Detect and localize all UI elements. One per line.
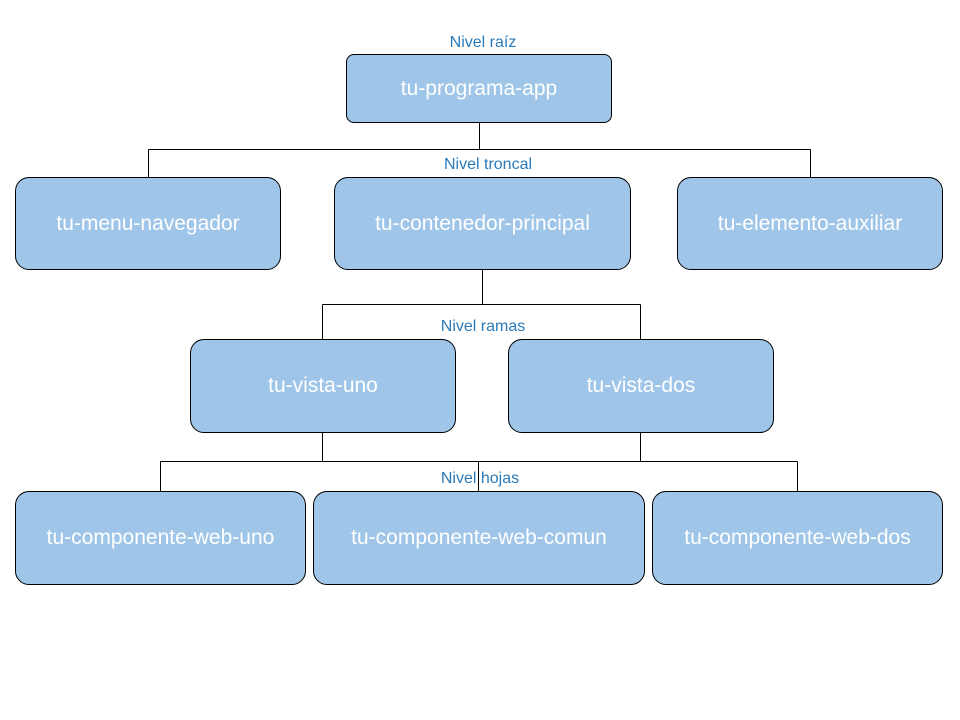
- node-aux: tu-elemento-auxiliar: [677, 177, 943, 270]
- level-label-trunk: Nivel troncal: [443, 156, 533, 173]
- level-label-branches: Nivel ramas: [440, 318, 526, 335]
- node-comp-one: tu-componente-web-uno: [15, 491, 306, 585]
- node-app: tu-programa-app: [346, 54, 612, 123]
- node-container: tu-contenedor-principal: [334, 177, 631, 270]
- level-label-leaves: Nivel hojas: [440, 470, 520, 487]
- node-comp-common: tu-componente-web-comun: [313, 491, 645, 585]
- node-menu: tu-menu-navegador: [15, 177, 281, 270]
- node-comp-two: tu-componente-web-dos: [652, 491, 943, 585]
- node-view-one: tu-vista-uno: [190, 339, 456, 433]
- level-label-root: Nivel raíz: [449, 34, 517, 51]
- node-view-two: tu-vista-dos: [508, 339, 774, 433]
